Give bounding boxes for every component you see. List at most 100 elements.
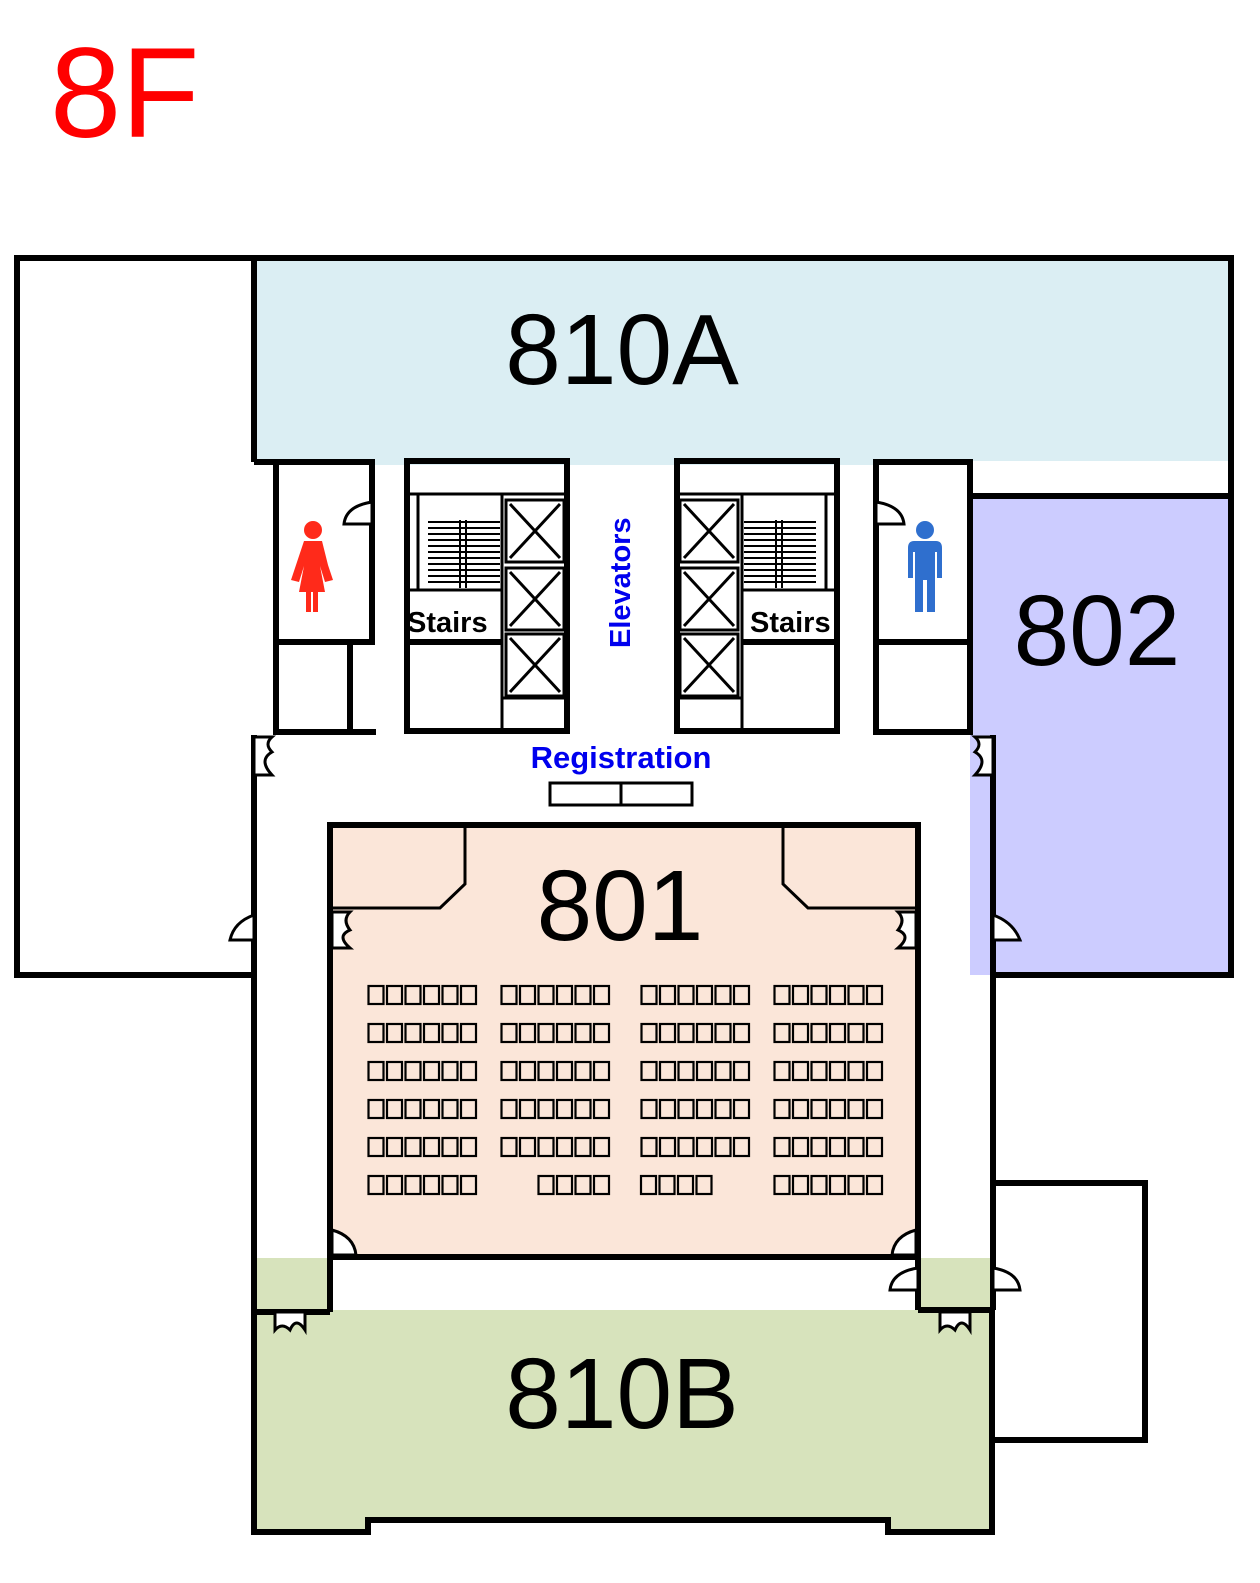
- seat: [555, 984, 574, 1006]
- seat: [677, 1022, 695, 1044]
- seat: [367, 1136, 385, 1158]
- seat: [677, 984, 695, 1006]
- seat: [574, 1060, 592, 1082]
- stairs-left-treads: [428, 520, 500, 588]
- seat: [404, 1022, 422, 1044]
- seat: [592, 1098, 611, 1120]
- seat: [773, 1136, 791, 1158]
- room-810b-label: 810B: [505, 1338, 739, 1450]
- seat: [773, 984, 791, 1006]
- seat: [865, 984, 884, 1006]
- seat: [791, 1136, 810, 1158]
- seat: [367, 1098, 385, 1120]
- seat: [810, 1060, 828, 1082]
- men-restroom-icon: [908, 521, 942, 612]
- seat: [592, 1022, 611, 1044]
- seat: [695, 1060, 714, 1082]
- seat: [658, 1022, 677, 1044]
- seat: [847, 984, 865, 1006]
- seat: [500, 1060, 518, 1082]
- seat: [500, 1022, 518, 1044]
- seat: [592, 1060, 611, 1082]
- elevator-shafts-right: [678, 498, 740, 698]
- seat: [555, 1022, 574, 1044]
- seat: [640, 1022, 658, 1044]
- seat: [404, 984, 422, 1006]
- seat: [791, 1174, 810, 1196]
- seat: [459, 984, 478, 1006]
- seat: [640, 1136, 658, 1158]
- women-restroom-icon: [291, 521, 333, 612]
- seat: [847, 1022, 865, 1044]
- seat: [714, 1022, 732, 1044]
- seat: [640, 984, 658, 1006]
- seat: [518, 984, 537, 1006]
- seat: [828, 1098, 847, 1120]
- room-801[interactable]: [330, 825, 918, 1255]
- seat: [441, 1060, 459, 1082]
- seat: [422, 1174, 441, 1196]
- seat: [367, 1060, 385, 1082]
- seat: [385, 984, 404, 1006]
- seat: [714, 1060, 732, 1082]
- seat: [791, 1022, 810, 1044]
- seat: [773, 1098, 791, 1120]
- seat: [865, 1136, 884, 1158]
- seat: [385, 1022, 404, 1044]
- seat: [828, 1060, 847, 1082]
- restroom-women: [273, 459, 376, 735]
- room-810a[interactable]: [254, 258, 1231, 461]
- restroom-men: [873, 459, 973, 735]
- seat: [459, 1098, 478, 1120]
- seat: [695, 1174, 713, 1196]
- seat: [404, 1060, 422, 1082]
- seat: [865, 1022, 884, 1044]
- seat: [441, 1136, 459, 1158]
- seat: [385, 1060, 404, 1082]
- seat: [422, 1022, 441, 1044]
- seat: [385, 1174, 404, 1196]
- seat: [773, 1060, 791, 1082]
- seat: [518, 1136, 537, 1158]
- seat: [810, 1022, 828, 1044]
- room-802-label: 802: [1014, 575, 1181, 687]
- seat: [810, 1098, 828, 1120]
- seat: [695, 1098, 714, 1120]
- seat: [518, 1022, 537, 1044]
- stairs-right-treads: [744, 520, 816, 588]
- seat: [537, 1060, 555, 1082]
- seat: [676, 1174, 695, 1196]
- seat: [677, 1098, 695, 1120]
- seat: [518, 1060, 537, 1082]
- room-810a-label: 810A: [505, 294, 739, 406]
- seat: [537, 1174, 555, 1196]
- seat: [677, 1060, 695, 1082]
- seat: [441, 984, 459, 1006]
- seat: [574, 984, 592, 1006]
- seat: [500, 1098, 518, 1120]
- seat: [537, 984, 555, 1006]
- stairs-left-label: Stairs: [407, 607, 488, 639]
- seat: [810, 984, 828, 1006]
- registration-desk[interactable]: [548, 781, 694, 807]
- seat: [714, 1136, 732, 1158]
- floor-label: 8F: [50, 22, 199, 165]
- seat: [592, 1174, 611, 1196]
- seat: [773, 1174, 791, 1196]
- seat: [500, 984, 518, 1006]
- seat: [385, 1136, 404, 1158]
- seat: [732, 1136, 751, 1158]
- seat: [404, 1136, 422, 1158]
- seat: [828, 984, 847, 1006]
- room-810b[interactable]: [254, 1258, 992, 1532]
- seat: [592, 984, 611, 1006]
- seat: [828, 1022, 847, 1044]
- room-802[interactable]: [970, 496, 1231, 975]
- seat: [459, 1136, 478, 1158]
- seat: [732, 984, 751, 1006]
- seat: [500, 1136, 518, 1158]
- seat: [441, 1174, 459, 1196]
- seat: [677, 1136, 695, 1158]
- seat: [791, 984, 810, 1006]
